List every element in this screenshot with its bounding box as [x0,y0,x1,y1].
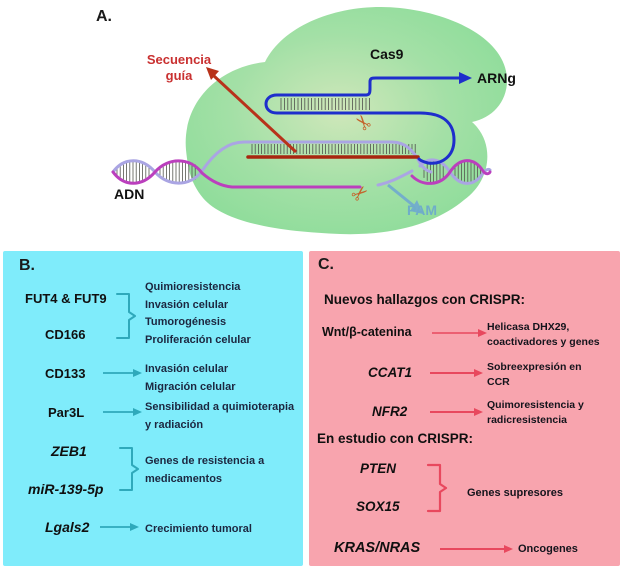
effects-group3: Sensibilidad a quimioterapia y radiación [145,399,294,434]
effect-item: Migración celular [145,380,236,393]
cas9-label: Cas9 [370,46,404,62]
dna-strand-magenta-bottom [111,159,362,189]
effects-group1: Quimioresistencia Invasión celular Tumor… [145,279,251,349]
dna-helix-right-purple [418,158,492,185]
effect-item: Proliferación celular [145,333,251,346]
effect-item: y radiación [145,418,204,431]
arrow-connector [430,369,483,377]
effect-item: Quimioresistencia [145,281,241,293]
gene-zeb1: ZEB1 [51,443,87,459]
effects-row2: Sobreexpresión en CCR [487,360,582,389]
panel-c-label: C. [318,256,334,273]
effect-item: medicamentos [145,472,223,485]
effects-group5: Crecimiento tumoral [145,521,252,539]
effects-row1: Helicasa DHX29, coactivadores y genes [487,320,600,349]
guide-sequence-label-line1: Secuencia [146,52,212,67]
effect-item: Tumorogénesis [145,316,227,328]
arrow-connector [432,329,487,337]
effect-item: Helicasa DHX29, [487,321,570,333]
effect-item: Genes de resistencia a [145,455,265,467]
gene-cd166: CD166 [45,327,86,342]
guide-sequence-label-line2: guía [165,68,193,83]
effect-item: Crecimiento tumoral [145,523,252,535]
effect-item: Sensibilidad a quimioterapia [145,401,295,413]
arng-arrow [364,76,462,97]
effects-row3: Quimoresistencia y radicresistencia [487,398,584,427]
gene-lgals2: Lgals2 [45,519,90,535]
guide-arrowhead [206,67,219,80]
effect-item: Invasión celular [145,298,229,311]
pam-arrowhead [410,200,423,214]
dna-strand-cut-segment [376,169,414,187]
gene-pten: PTEN [360,461,397,476]
arrow-connector [103,369,142,377]
panel-b-label: B. [19,257,35,274]
gene-cd133: CD133 [45,366,86,381]
gene-kras-nras: KRAS/NRAS [334,540,421,556]
arrow-connector [440,545,513,553]
brace-connector [119,447,139,491]
base-pair-hatching [280,98,370,110]
gene-par3l: Par3L [48,405,85,420]
brace-connector [426,463,448,513]
effect-item: radicresistencia [487,413,567,426]
panel-a-label: A. [96,8,112,25]
arng-label: ARNg [477,70,516,86]
dna-helix-right-magenta [410,159,492,185]
panel-c: C. Nuevos hallazgos con CRISPR: Wnt/β-ca… [309,251,620,566]
arrow-connector [430,408,483,416]
sgrna-path [264,93,456,165]
effect-item: coactivadores y genes [487,335,600,348]
gene-sox15: SOX15 [356,499,400,514]
heading-new-findings: Nuevos hallazgos con CRISPR: [324,292,526,307]
heading-under-study: En estudio con CRISPR: [317,431,474,446]
gene-fut4-fut9: FUT4 & FUT9 [25,291,107,306]
cas9-protein-blob [185,6,508,235]
adn-label: ADN [114,186,145,202]
base-pair-hatching [251,144,416,154]
brace-connector [116,293,136,339]
effect-item: CCR [487,375,510,388]
effects-group4: Genes de resistencia a medicamentos [145,453,264,488]
effect-item: Quimoresistencia y [487,399,584,411]
arrow-connector [100,523,139,531]
gene-ccat1: CCAT1 [368,365,413,380]
effect-item: Invasión celular [145,363,229,375]
guide-arrow [212,74,298,154]
effect-oncogenes: Oncogenes [518,543,578,555]
effect-suppressors: Genes supresores [467,487,563,499]
arrow-connector [103,408,142,416]
gene-nfr2: NFR2 [372,404,408,419]
effect-item: Sobreexpresión en [487,361,582,373]
gene-mir-139-5p: miR-139-5p [28,481,104,497]
pam-label: PAM [407,202,438,218]
panel-a-illustration: ✂ ✂ [111,6,508,235]
arng-arrowhead [459,72,472,84]
gene-wnt-b-catenina: Wnt/β-catenina [322,325,412,339]
guide-sequence-label: Secuencia guía [140,52,218,84]
panel-b: B. FUT4 & FUT9 CD166 Quimioresistencia I… [3,251,303,566]
effects-group2: Invasión celular Migración celular [145,361,235,396]
pam-arrow [387,183,415,208]
